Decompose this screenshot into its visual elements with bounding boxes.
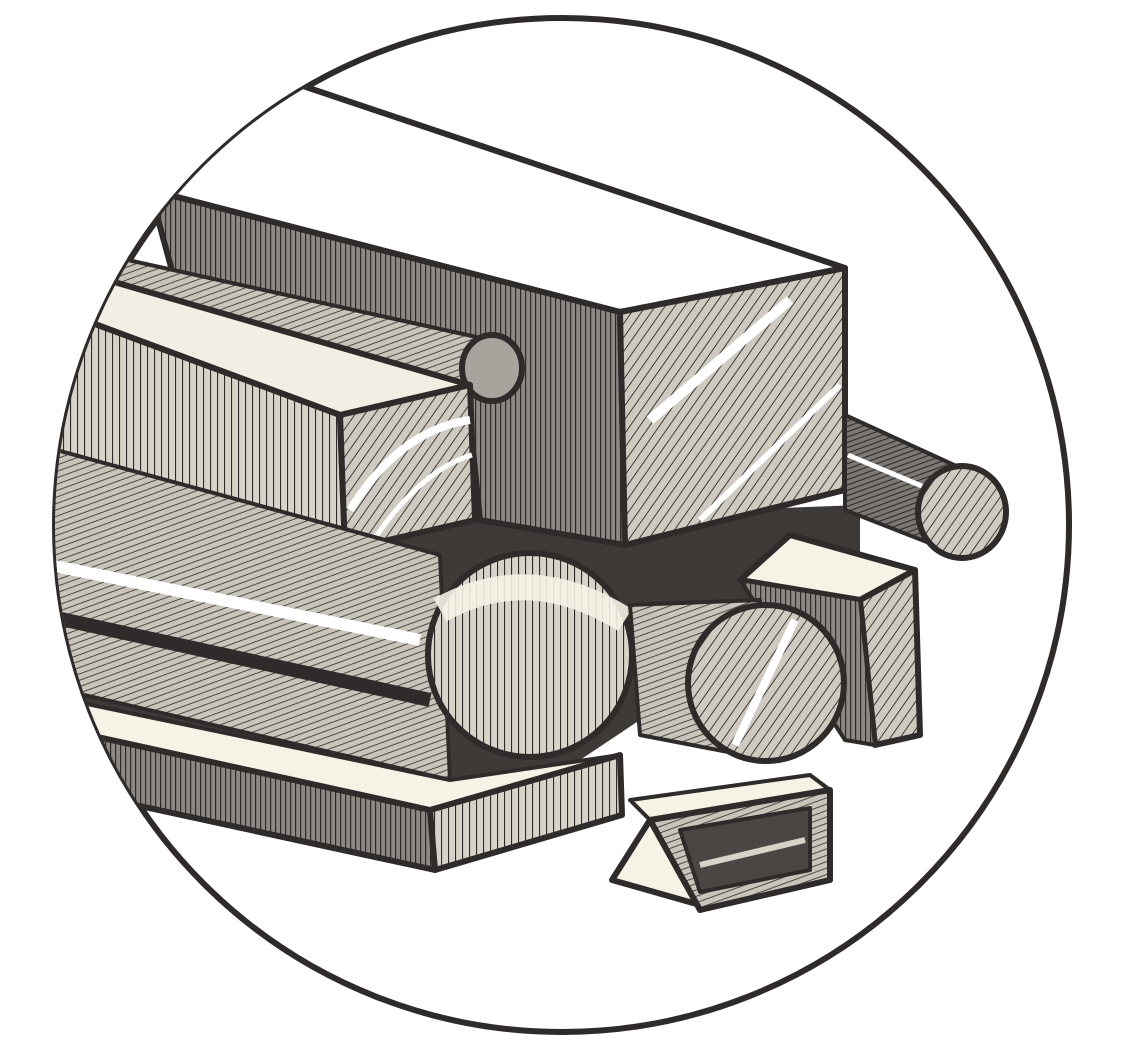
tube-inner-highlight [699, 837, 806, 868]
medium-rod-end-highlight [731, 618, 799, 747]
right-rod-end [915, 463, 1009, 561]
top-rod-end [459, 332, 525, 404]
upper-flat-bar-end-arc [346, 416, 471, 513]
large-rod-highlight [55, 554, 422, 646]
upper-flat-bar-end-arc-2 [367, 452, 473, 547]
square-bar-end-highlight-2 [697, 382, 843, 523]
bottom-flat-bar-end [427, 752, 625, 873]
large-rod-shade [55, 603, 432, 707]
large-rod-end-shine [433, 574, 632, 632]
upper-flat-bar-end [337, 382, 478, 553]
tube-opening [678, 806, 812, 894]
stock-profiles-group [55, 82, 1009, 913]
square-bar-end-highlight [646, 296, 794, 424]
